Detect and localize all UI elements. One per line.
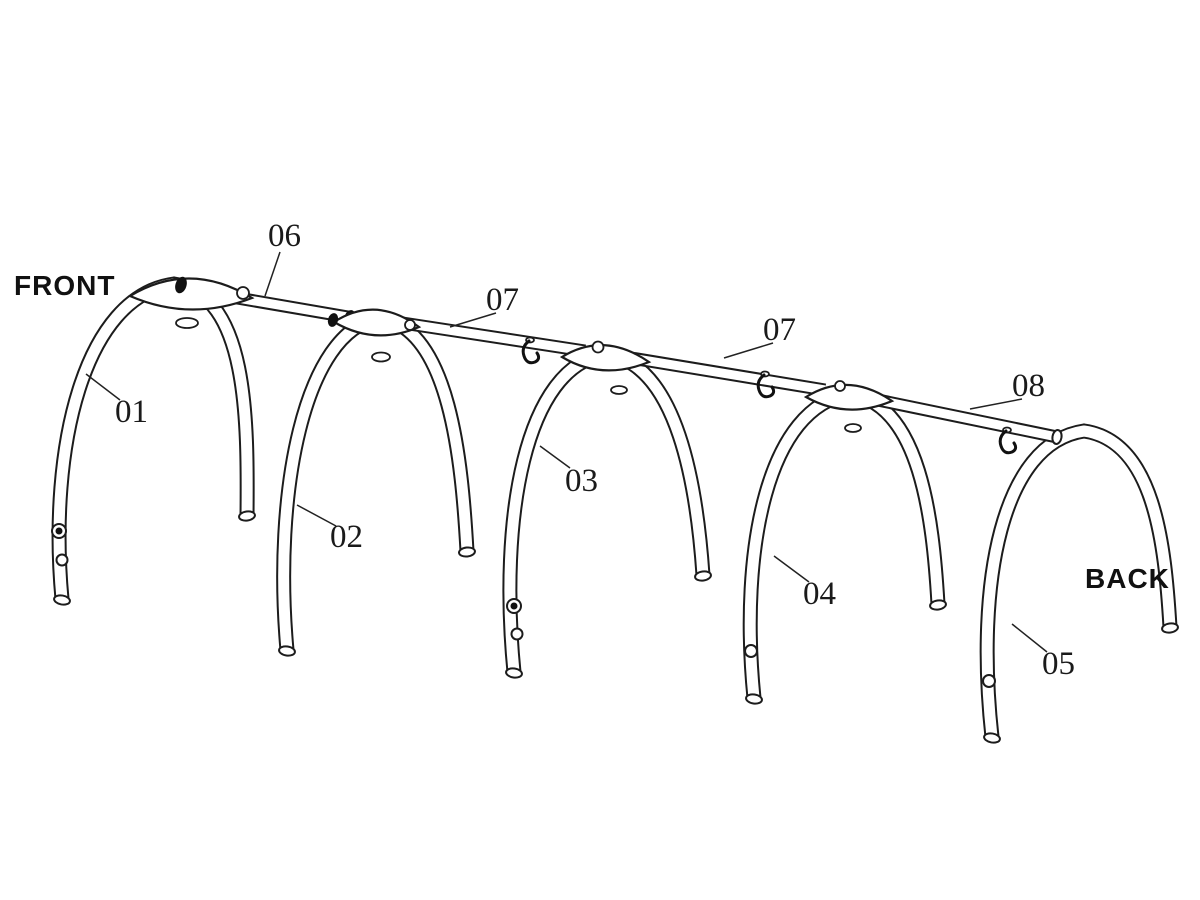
leader-06 (264, 251, 281, 297)
arch-05-tube-fill (981, 425, 1176, 738)
leader-05 (1011, 623, 1048, 653)
ridge-07-front-fill (395, 317, 586, 356)
arch-part-05 (979, 423, 1179, 744)
arch-02-tube-fill (278, 312, 473, 651)
labels: FRONT BACK 01 02 03 04 05 06 07 07 08 (14, 218, 1170, 682)
connector-04-hook (756, 373, 776, 399)
connector-01-clamp-plate (127, 277, 255, 311)
arch-03-bolt-hole-lower (510, 627, 524, 641)
leader-07-back (723, 342, 774, 359)
ridge-08-fill (867, 393, 1058, 442)
arch-04-right-foot-cap (929, 599, 947, 611)
ridge-segment-08 (866, 391, 1063, 445)
arch-05-right-foot-cap (1161, 622, 1179, 634)
part-label-06: 06 (268, 218, 301, 254)
arch-03-left-foot-cap (505, 667, 523, 679)
arch-01-tube-outline (51, 276, 255, 600)
ridge-segment-07-front (395, 315, 586, 358)
arch-04-tube-fill (744, 388, 944, 699)
connector-01-bolt (175, 276, 187, 294)
connector-04-socket (844, 423, 862, 433)
arch-part-01 (51, 276, 256, 606)
connector-02-socket (371, 351, 391, 363)
connector-05-hook (998, 429, 1018, 455)
connector-arch-03 (521, 336, 652, 395)
part-label-01: 01 (115, 394, 148, 430)
connector-arch-01 (127, 276, 255, 329)
back-label: BACK (1085, 563, 1170, 594)
arch-03-tube-outline (502, 346, 711, 673)
arch-02-left-foot-cap (278, 645, 296, 657)
connector-03-hook (521, 339, 541, 365)
arch-04-bolt-hole (744, 644, 758, 658)
ridge-segment-07-back (623, 350, 827, 397)
leader-03 (539, 445, 571, 469)
connector-03-ring (591, 340, 605, 354)
arch-01-bolt-hole-upper-center (55, 527, 63, 535)
connector-01-socket (175, 317, 199, 329)
arch-01-right-foot-cap (238, 510, 256, 522)
part-label-07-front: 07 (486, 282, 519, 318)
part-label-08: 08 (1012, 368, 1045, 404)
arch-part-04 (742, 386, 947, 705)
ridge-08-end-cap (1051, 429, 1063, 445)
connector-02-bolt (327, 313, 339, 327)
part-label-03: 03 (565, 463, 598, 499)
leader-08 (969, 398, 1023, 410)
connector-arch-05 (998, 426, 1018, 455)
front-label: FRONT (14, 270, 115, 301)
leader-04 (773, 555, 810, 583)
arch-01-tube-fill (53, 278, 253, 600)
arch-05-bolt-hole (982, 674, 996, 688)
arch-part-03 (502, 346, 712, 679)
ridge-07-back-fill (624, 352, 826, 395)
connector-04-ring (834, 380, 846, 392)
part-label-07-back: 07 (763, 312, 796, 348)
leader-lines (85, 251, 1048, 653)
connector-02-ring (404, 319, 416, 331)
part-label-04: 04 (803, 576, 836, 612)
arch-03-bolt-hole-upper-center (510, 602, 518, 610)
connector-04-clamp-plate (803, 383, 895, 411)
arch-01-left-foot-cap (53, 594, 71, 606)
leader-01 (85, 373, 121, 401)
leader-07-front (449, 312, 497, 328)
connector-arch-04 (756, 370, 895, 433)
connector-03-clamp-plate (559, 344, 652, 372)
connector-arch-02 (327, 308, 422, 363)
arch-03-right-foot-cap (694, 570, 712, 582)
arch-01-bolt-hole-lower (55, 553, 69, 567)
connector-01-ring (236, 286, 250, 300)
leader-02 (296, 504, 337, 527)
part-label-02: 02 (330, 519, 363, 555)
arch-05-left-foot-cap (983, 732, 1001, 744)
connector-03-socket (610, 385, 628, 395)
arch-part-02 (276, 310, 476, 657)
arch-04-left-foot-cap (745, 693, 763, 705)
part-label-05: 05 (1042, 646, 1075, 682)
connector-02-clamp-plate (331, 308, 422, 337)
arch-02-right-foot-cap (458, 546, 476, 558)
